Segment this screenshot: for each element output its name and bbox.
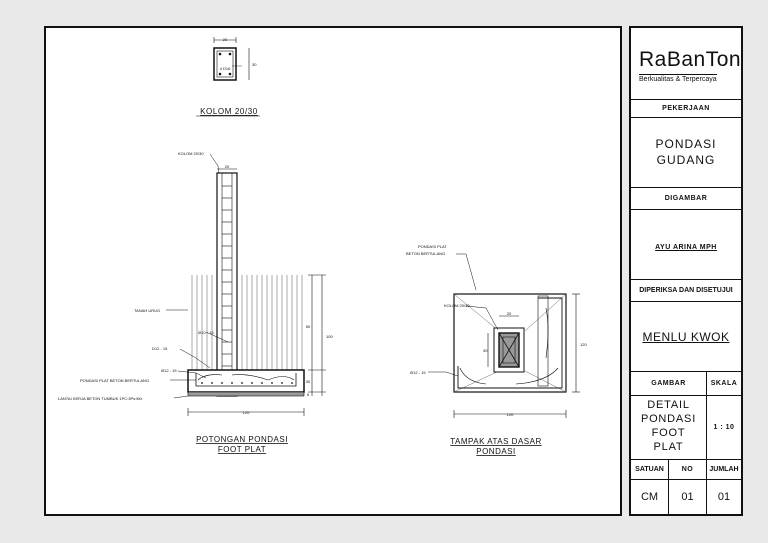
section-label-lantai: LANTAI KERJA BETON TUMBUK 1PC:3Ps:5Kr <box>58 396 143 401</box>
gambar-label: GAMBAR <box>631 372 707 395</box>
gambar-value: DETAIL PONDASI FOOT PLAT <box>631 396 707 459</box>
plan-label-plat: PONDASI PLAT <box>418 244 447 249</box>
satuan-header-row: SATUAN NO JUMLAH <box>631 460 741 480</box>
plan-label-kolom: KOLOM 20/30 <box>444 303 470 308</box>
gambar-line2: PONDASI <box>640 413 697 425</box>
no-label: NO <box>669 460 707 479</box>
drawing-area: 20 4 D16 30 KOLOM 20/30 <box>44 26 622 516</box>
plan-title-line2: PONDASI <box>476 447 516 456</box>
plan-label-plat2: BETON BERTULANG <box>406 251 445 256</box>
no-value: 01 <box>669 480 707 514</box>
logo-cell: RaBanTon Berkualitas & Terpercaya <box>631 28 741 100</box>
gambar-line1: DETAIL <box>647 399 690 411</box>
pekerjaan-label: PEKERJAAN <box>631 100 741 118</box>
section-view: 120 20 50 100 30 5 <box>58 151 333 454</box>
satuan-value: CM <box>631 480 669 514</box>
skala-value: 1 : 10 <box>713 424 735 431</box>
plan-title-line1: TAMPAK ATAS DASAR <box>450 437 541 446</box>
section-label-d12-top: D12 - 15 <box>152 346 168 351</box>
gambar-header-row: GAMBAR SKALA <box>631 372 741 396</box>
section-label-kolom: KOLOM 20/30 <box>178 151 204 156</box>
jumlah-label: JUMLAH <box>709 466 739 473</box>
plan-label-d12: Ø12 - 15 <box>410 370 426 375</box>
section-dim-base: 5 <box>307 392 310 397</box>
digambar-cell: AYU ARINA MPH <box>631 210 741 280</box>
section-dim-width: 120 <box>243 410 250 415</box>
plan-dim-colh: 30 <box>483 348 488 353</box>
section-dim-height: 100 <box>326 334 333 339</box>
plan-dim-width: 120 <box>507 412 514 417</box>
diperiksa-label: DIPERIKSA DAN DISETUJUI <box>631 280 741 302</box>
kolom-dim-h: 30 <box>252 62 257 67</box>
gambar-line4: PLAT <box>653 441 684 453</box>
section-label-d12: Ø12 - 15 <box>161 368 177 373</box>
diperiksa-cell: MENLU KWOK <box>631 302 741 372</box>
section-title-line1: POTONGAN PONDASI <box>196 435 288 444</box>
section-dim-mid: 50 <box>306 324 311 329</box>
digambar-label: DIGAMBAR <box>631 188 741 210</box>
section-dim-top: 20 <box>225 164 230 169</box>
kolom-rebar-label: 4 D16 <box>220 66 231 71</box>
skala-label: SKALA <box>710 380 738 387</box>
kolom-dim-w: 20 <box>223 37 228 42</box>
gambar-value-row: DETAIL PONDASI FOOT PLAT 1 : 10 <box>631 396 741 460</box>
plan-dim-height: 120 <box>580 342 587 347</box>
plan-view: 20 30 120 120 PONDASI PLAT BETON BERT <box>406 244 587 456</box>
pekerjaan-line2: GUDANG <box>656 153 716 167</box>
satuan-label: SATUAN <box>631 460 669 479</box>
section-label-tanah: TANAH URUG <box>134 308 160 313</box>
pekerjaan-line1: PONDASI <box>655 137 717 151</box>
section-label-plat: PONDASI PLAT BETON BERTULANG <box>80 378 149 383</box>
digambar-name: AYU ARINA MPH <box>655 244 717 251</box>
plan-dim-colw: 20 <box>507 311 512 316</box>
diperiksa-name: MENLU KWOK <box>642 330 730 344</box>
section-title-line2: FOOT PLAT <box>218 445 266 454</box>
drawing-canvas: 20 4 D16 30 KOLOM 20/30 <box>58 37 587 456</box>
logo: RaBanTon <box>639 48 742 71</box>
kolom-title: KOLOM 20/30 <box>200 107 258 116</box>
jumlah-value: 01 <box>717 491 731 503</box>
title-block: RaBanTon Berkualitas & Terpercaya PEKERJ… <box>629 26 743 516</box>
kolom-detail: 20 4 D16 30 KOLOM 20/30 <box>196 37 260 117</box>
tagline: Berkualitas & Terpercaya <box>639 74 717 83</box>
pekerjaan-value: PONDASI GUDANG <box>631 118 741 188</box>
satuan-value-row: CM 01 01 <box>631 480 741 514</box>
section-dim-thk: 30 <box>306 379 311 384</box>
section-label-d10: Ø10 - 15 <box>198 330 214 335</box>
gambar-line3: FOOT <box>651 427 686 439</box>
